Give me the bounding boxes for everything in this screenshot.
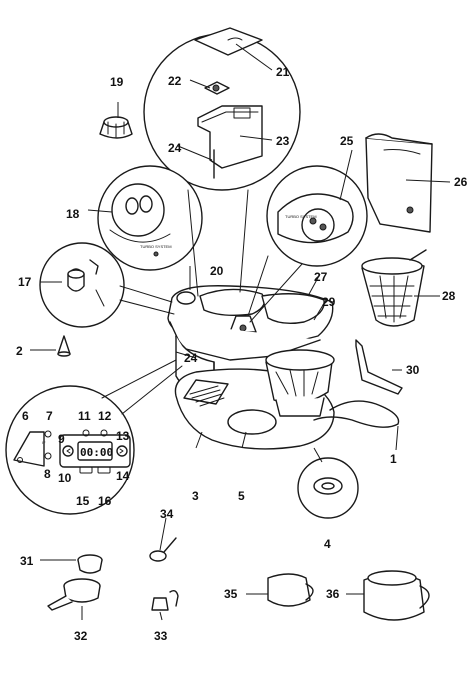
- label-part-33: 33: [154, 629, 168, 643]
- label-part-24-body: 24: [184, 351, 198, 365]
- label-part-32: 32: [74, 629, 88, 643]
- label-part-18: 18: [66, 207, 80, 221]
- small-carafe-35: [267, 573, 314, 607]
- label-part-20: 20: [210, 264, 224, 278]
- label-part-9: 9: [58, 432, 65, 446]
- selector-turbo-label: TURBO SYSTEM: [285, 214, 317, 219]
- label-part-23: 23: [276, 134, 290, 148]
- label-part-29: 29: [322, 295, 336, 309]
- panel-if-label: IF: [42, 440, 46, 445]
- label-part-14: 14: [116, 469, 130, 483]
- label-part-3: 3: [192, 489, 199, 503]
- clip-30: [355, 339, 403, 395]
- label-part-25: 25: [340, 134, 354, 148]
- label-part-22: 22: [168, 74, 182, 88]
- label-part-11: 11: [78, 409, 91, 423]
- nozzle-33: [151, 589, 179, 611]
- label-part-34: 34: [160, 507, 174, 521]
- label-part-8: 8: [44, 467, 51, 481]
- detail-circle-valve: [39, 242, 125, 328]
- label-part-17: 17: [18, 275, 32, 289]
- power-cord: [313, 400, 400, 428]
- panel-lcd-time: 00:00: [80, 446, 113, 459]
- label-part-28: 28: [442, 289, 456, 303]
- detail-circle-water-tank: [143, 27, 301, 191]
- label-part-27: 27: [314, 270, 328, 284]
- filter-basket-28: [361, 249, 427, 327]
- label-part-12: 12: [98, 409, 112, 423]
- detail-circle-control-panel: IF 00:00: [5, 385, 135, 515]
- label-part-6: 6: [22, 409, 29, 423]
- knob-turbo-label: TURBO SYSTEM: [140, 244, 172, 249]
- label-part-36: 36: [326, 587, 340, 601]
- label-part-30: 30: [406, 363, 420, 377]
- detail-circle-selector: TURBO SYSTEM: [266, 165, 368, 267]
- label-part-7: 7: [46, 409, 53, 423]
- label-part-10: 10: [58, 471, 72, 485]
- scoop-34: [149, 537, 177, 562]
- label-part-15: 15: [76, 494, 90, 508]
- leader-lines: [30, 43, 451, 621]
- label-part-1: 1: [390, 452, 397, 466]
- label-part-16: 16: [98, 494, 112, 508]
- label-part-24-top: 24: [168, 141, 182, 155]
- portafilter-32: [47, 578, 101, 611]
- label-part-19: 19: [110, 75, 124, 89]
- label-part-35: 35: [224, 587, 238, 601]
- label-part-21: 21: [276, 65, 290, 79]
- knob-cap-19: [99, 116, 133, 139]
- cup-31: [77, 554, 103, 574]
- filter-holder: [265, 349, 335, 417]
- detail-circle-knob: TURBO SYSTEM: [97, 165, 203, 271]
- label-part-13: 13: [116, 429, 130, 443]
- label-part-5: 5: [238, 489, 245, 503]
- label-part-31: 31: [20, 554, 34, 568]
- small-cap-2: [57, 335, 71, 357]
- large-carafe-36: [363, 570, 430, 621]
- label-part-2: 2: [16, 344, 23, 358]
- water-reservoir-26: [365, 133, 433, 233]
- part-labels: 1 2 3 4 5 6 7 8 9 10 11 12 13 14 15 16 1…: [16, 65, 468, 643]
- label-part-4: 4: [324, 537, 331, 551]
- label-part-26: 26: [454, 175, 468, 189]
- detail-circle-hot-plate: [297, 447, 359, 519]
